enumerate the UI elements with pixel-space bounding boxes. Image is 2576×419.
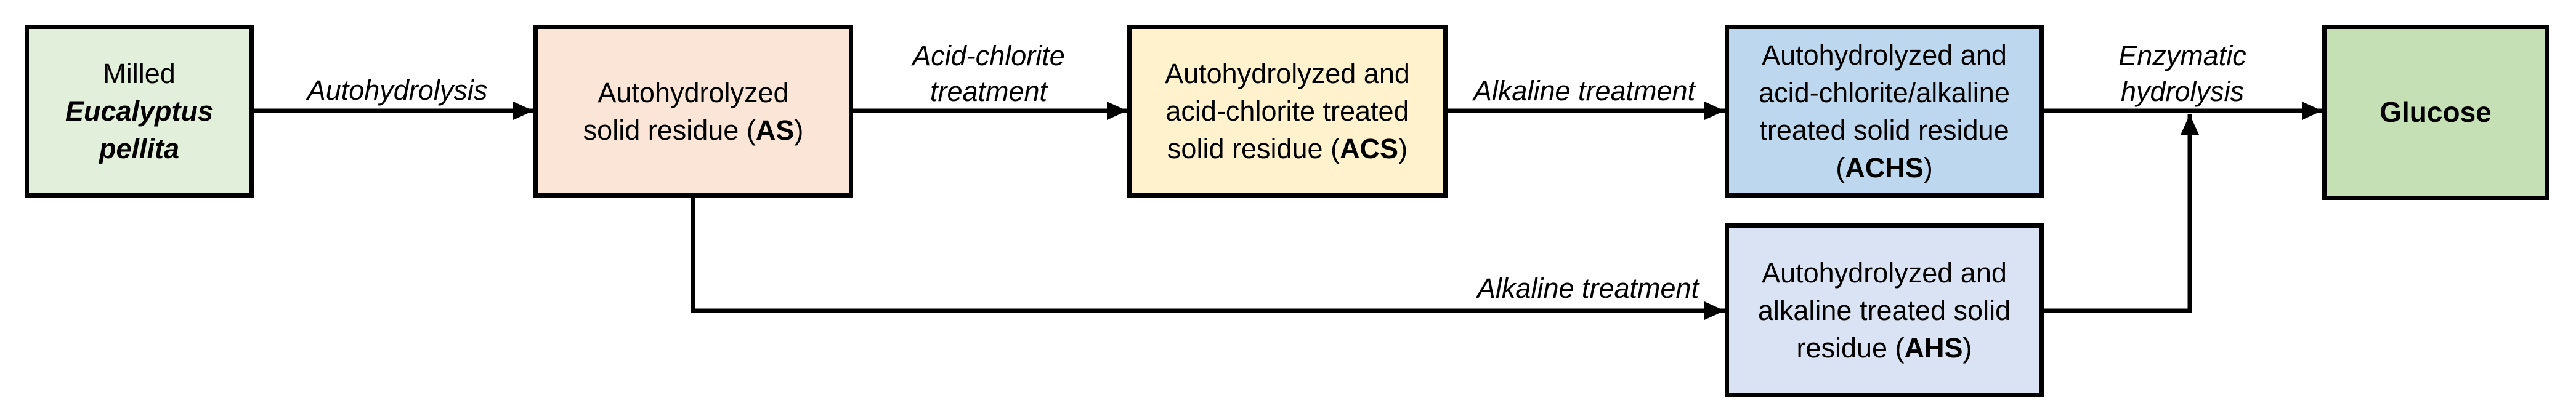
node-alkaline-treated-solid-residue-ahs: Autohydrolyzed and alkaline treated soli… <box>1725 223 2044 397</box>
node-text-line: residue (AHS) <box>1796 329 1972 367</box>
node-text-segment: ) <box>1923 151 1933 183</box>
edge-label-acid-chlorite-treatment: Acid-chlorite treatment <box>912 38 1065 110</box>
node-acid-chlorite-treated-solid-residue-acs: Autohydrolyzed and acid-chlorite treated… <box>1127 25 1448 198</box>
node-text-segment: ) <box>1962 332 1972 364</box>
node-abbr: ACS <box>1340 133 1399 164</box>
node-text-line: Glucose <box>2380 96 2492 128</box>
node-abbr: AS <box>755 114 795 146</box>
edge-label-enzymatic-hydrolysis: Enzymatic hydrolysis <box>2118 38 2246 110</box>
node-text-segment: ) <box>1398 133 1408 164</box>
node-text-line: pellita <box>99 133 180 164</box>
node-text-line: Autohydrolyzed <box>597 76 789 108</box>
node-text-line: solid residue (ACS) <box>1167 130 1407 167</box>
node-text-line: (ACHS) <box>1836 149 1933 186</box>
node-text-line: Eucalyptus <box>65 95 214 127</box>
edge-label-line: Alkaline treatment <box>1473 75 1696 106</box>
edge-label-alkaline-treatment-top: Alkaline treatment <box>1473 73 1695 109</box>
node-text-line: Autohydrolyzed and <box>1165 58 1410 89</box>
node-text-line: solid residue (AS) <box>583 111 804 149</box>
node-text-segment: ( <box>1836 151 1845 183</box>
edge-label-line: Enzymatic <box>2118 40 2246 71</box>
edge-label-alkaline-treatment-bottom: Alkaline treatment <box>1477 271 1699 306</box>
arrow-alkaline-treatment-bottom <box>691 196 1725 320</box>
node-text-line: acid-chlorite treated <box>1165 95 1409 127</box>
node-text-segment: solid residue ( <box>583 114 756 146</box>
node-abbr: ACHS <box>1845 151 1924 183</box>
edge-label-line: Acid-chlorite <box>912 40 1065 71</box>
node-autohydrolyzed-solid-residue-as: Autohydrolyzed solid residue (AS) <box>533 25 853 198</box>
edge-label-line: treatment <box>930 76 1048 107</box>
node-text-segment: solid residue ( <box>1167 133 1340 164</box>
node-text-line: Autohydrolyzed and <box>1762 257 2007 289</box>
edge-label-line: hydrolysis <box>2120 76 2245 107</box>
arrow-ahs-to-enzymatic-merge <box>2044 114 2199 313</box>
node-text-line: alkaline treated solid <box>1757 295 2011 326</box>
node-text-line: acid-chlorite/alkaline <box>1759 76 2010 108</box>
node-text-line: Milled <box>103 58 176 89</box>
node-text-segment: residue ( <box>1796 332 1905 364</box>
edge-label-line: Autohydrolysis <box>307 74 488 106</box>
node-milled-eucalyptus-pellita: Milled Eucalyptus pellita <box>25 25 254 198</box>
edge-label-line: Alkaline treatment <box>1476 273 1699 304</box>
node-glucose: Glucose <box>2322 25 2549 200</box>
node-abbr: AHS <box>1904 332 1963 364</box>
node-text-line: treated solid residue <box>1759 114 2009 146</box>
node-acid-chlorite-alkaline-treated-solid-residue-achs: Autohydrolyzed and acid-chlorite/alkalin… <box>1725 25 2044 198</box>
node-text-segment: ) <box>794 114 804 146</box>
node-text-line: Autohydrolyzed and <box>1762 39 2007 71</box>
edge-label-autohydrolysis: Autohydrolysis <box>307 73 488 108</box>
